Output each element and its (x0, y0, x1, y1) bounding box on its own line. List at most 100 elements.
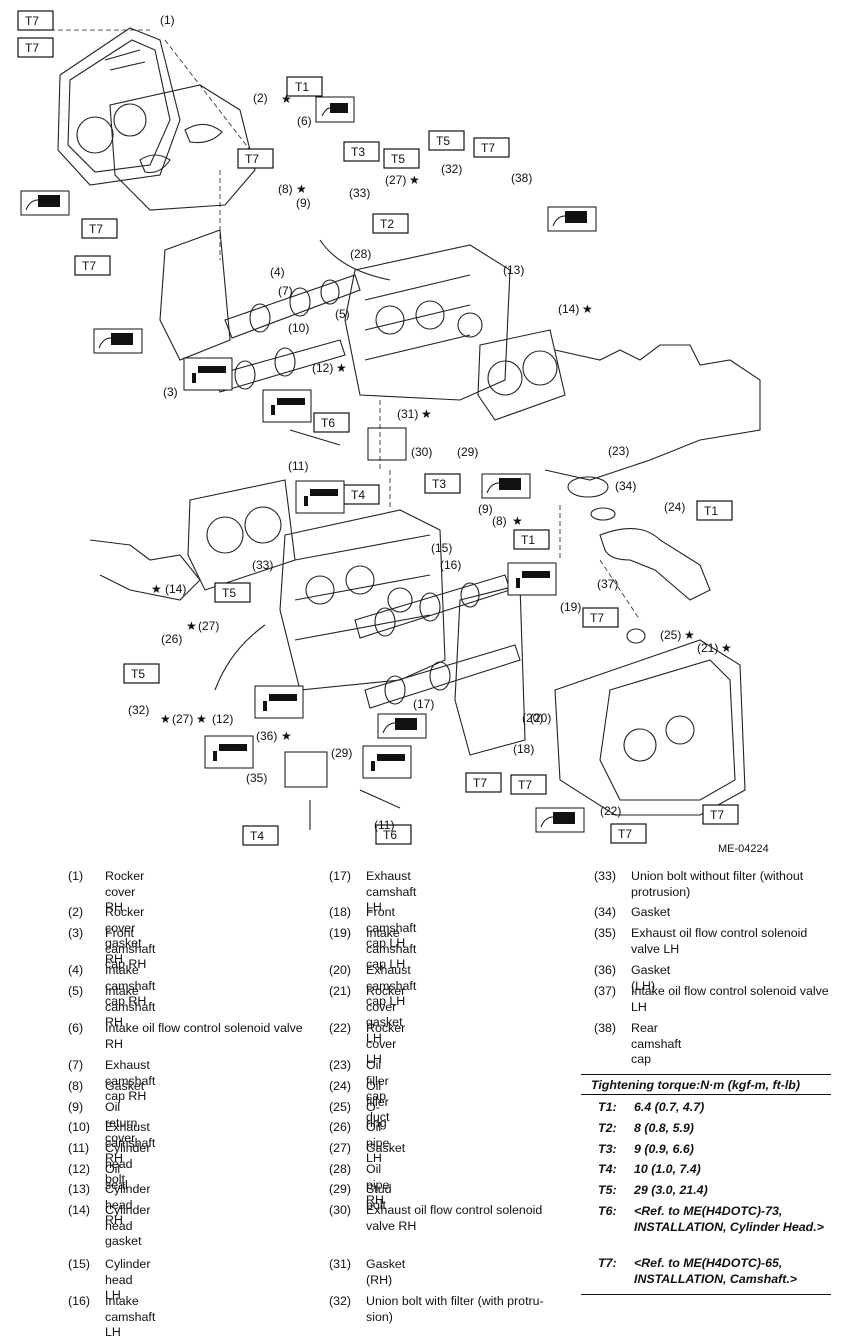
svg-text:(14): (14) (165, 582, 186, 596)
svg-text:T4: T4 (250, 829, 264, 843)
svg-text:★: ★ (186, 619, 197, 633)
svg-text:T7: T7 (82, 259, 96, 273)
torque-tag-t7: T7 (81, 218, 118, 239)
svg-text:T4: T4 (351, 488, 365, 502)
figure-id: ME-04224 (718, 843, 769, 855)
svg-text:★: ★ (582, 302, 593, 316)
oil-drop-icon (507, 562, 557, 596)
svg-text:(23): (23) (608, 444, 629, 458)
torque-tag-t3: T3 (343, 141, 380, 162)
svg-text:(4): (4) (270, 265, 285, 279)
svg-text:(20): (20) (522, 711, 543, 725)
svg-text:★: ★ (336, 361, 347, 375)
svg-text:(7): (7) (278, 284, 293, 298)
svg-text:T7: T7 (473, 776, 487, 790)
svg-text:(34): (34) (615, 479, 636, 493)
svg-text:(5): (5) (335, 307, 350, 321)
svg-text:T6: T6 (383, 828, 397, 842)
torque-tag-t6: T6 (375, 824, 412, 845)
torque-tags: T7 T7 T1 T7 T3 T5 T5 T7 T2 T7 T7 T6 T3 T… (17, 10, 739, 846)
torque-table-bottom-rule (581, 1294, 831, 1295)
svg-text:(12): (12) (212, 712, 233, 726)
oil-filler-cap-drawing (567, 476, 609, 498)
oil-drop-icon (262, 389, 312, 423)
svg-text:(26): (26) (161, 632, 182, 646)
svg-text:(8): (8) (278, 182, 293, 196)
svg-text:T7: T7 (518, 778, 532, 792)
torque-table-header: Tightening torque:N·m (kgf-m, ft-lb) (581, 1074, 831, 1095)
svg-text:T6: T6 (321, 416, 335, 430)
svg-text:(33): (33) (349, 186, 370, 200)
svg-text:T1: T1 (295, 80, 309, 94)
torque-tag-t7: T7 (74, 255, 111, 276)
cylinder-head-rh-drawing (344, 244, 511, 401)
svg-text:T5: T5 (222, 586, 236, 600)
oil-drop-icon (254, 685, 304, 719)
svg-text:(24): (24) (664, 500, 685, 514)
svg-text:★: ★ (160, 712, 171, 726)
svg-text:★: ★ (281, 729, 292, 743)
oil-can-icon (547, 206, 597, 232)
svg-text:T7: T7 (25, 41, 39, 55)
svg-text:T7: T7 (590, 611, 604, 625)
svg-text:(2): (2) (253, 91, 268, 105)
oil-can-icon (481, 473, 531, 499)
svg-text:(36): (36) (256, 729, 277, 743)
svg-text:★: ★ (409, 173, 420, 187)
svg-text:(27): (27) (198, 619, 219, 633)
torque-tag-t7: T7 (582, 607, 619, 628)
svg-text:(14): (14) (558, 302, 579, 316)
svg-text:(27): (27) (172, 712, 193, 726)
torque-tag-t1: T1 (696, 500, 733, 521)
svg-text:(1): (1) (160, 13, 175, 27)
oil-can-icon (377, 713, 427, 739)
svg-text:(29): (29) (331, 746, 352, 760)
svg-text:(32): (32) (441, 162, 462, 176)
head-gasket-lh-drawing (187, 479, 296, 591)
svg-text:(17): (17) (413, 697, 434, 711)
head-gasket-rh-drawing (477, 329, 566, 421)
svg-text:(38): (38) (511, 171, 532, 185)
oil-drop-icon (295, 480, 345, 514)
svg-text:T3: T3 (432, 477, 446, 491)
svg-text:★: ★ (512, 514, 523, 528)
oil-drop-icon (183, 357, 233, 391)
svg-text:(11): (11) (374, 818, 394, 832)
svg-text:(30): (30) (411, 445, 432, 459)
torque-tag-t1: T1 (513, 529, 550, 550)
svg-text:(20): (20) (530, 711, 551, 725)
torque-tag-t7: T7 (610, 823, 647, 844)
svg-text:(3): (3) (163, 385, 178, 399)
svg-text:(33): (33) (252, 558, 273, 572)
svg-text:T5: T5 (436, 134, 450, 148)
svg-text:(32): (32) (128, 703, 149, 717)
torque-tag-t7: T7 (510, 774, 547, 795)
svg-text:(15): (15) (431, 541, 452, 555)
svg-text:★: ★ (721, 641, 732, 655)
torque-tag-t7: T7 (17, 10, 54, 31)
oil-application-icons (20, 96, 597, 833)
torque-tag-t4: T4 (343, 484, 380, 505)
exploded-view-diagram: T7 T7 T1 T7 T3 T5 T5 T7 T2 T7 T7 T6 T3 T… (17, 10, 761, 846)
svg-text:T7: T7 (89, 222, 103, 236)
rocker-cover-rh-drawing (57, 27, 181, 186)
svg-text:T7: T7 (481, 141, 495, 155)
oil-can-icon (315, 96, 355, 123)
svg-text:(10): (10) (288, 321, 309, 335)
svg-text:(16): (16) (440, 558, 461, 572)
oil-drop-icon (362, 745, 412, 779)
svg-text:T3: T3 (351, 145, 365, 159)
torque-tag-t5: T5 (383, 148, 420, 169)
torque-tag-t2: T2 (372, 213, 409, 234)
oil-can-icon (535, 807, 585, 833)
rocker-cover-lh-drawing (554, 639, 746, 816)
svg-text:T1: T1 (704, 504, 718, 518)
svg-text:(25): (25) (660, 628, 681, 642)
svg-text:(13): (13) (503, 263, 524, 277)
torque-tag-t3: T3 (424, 473, 461, 494)
cylinder-head-lh-drawing (279, 509, 446, 691)
oil-drop-icon (204, 735, 254, 769)
svg-text:★: ★ (196, 712, 207, 726)
svg-text:T7: T7 (245, 152, 259, 166)
camshafts-lh-drawing (354, 574, 521, 709)
